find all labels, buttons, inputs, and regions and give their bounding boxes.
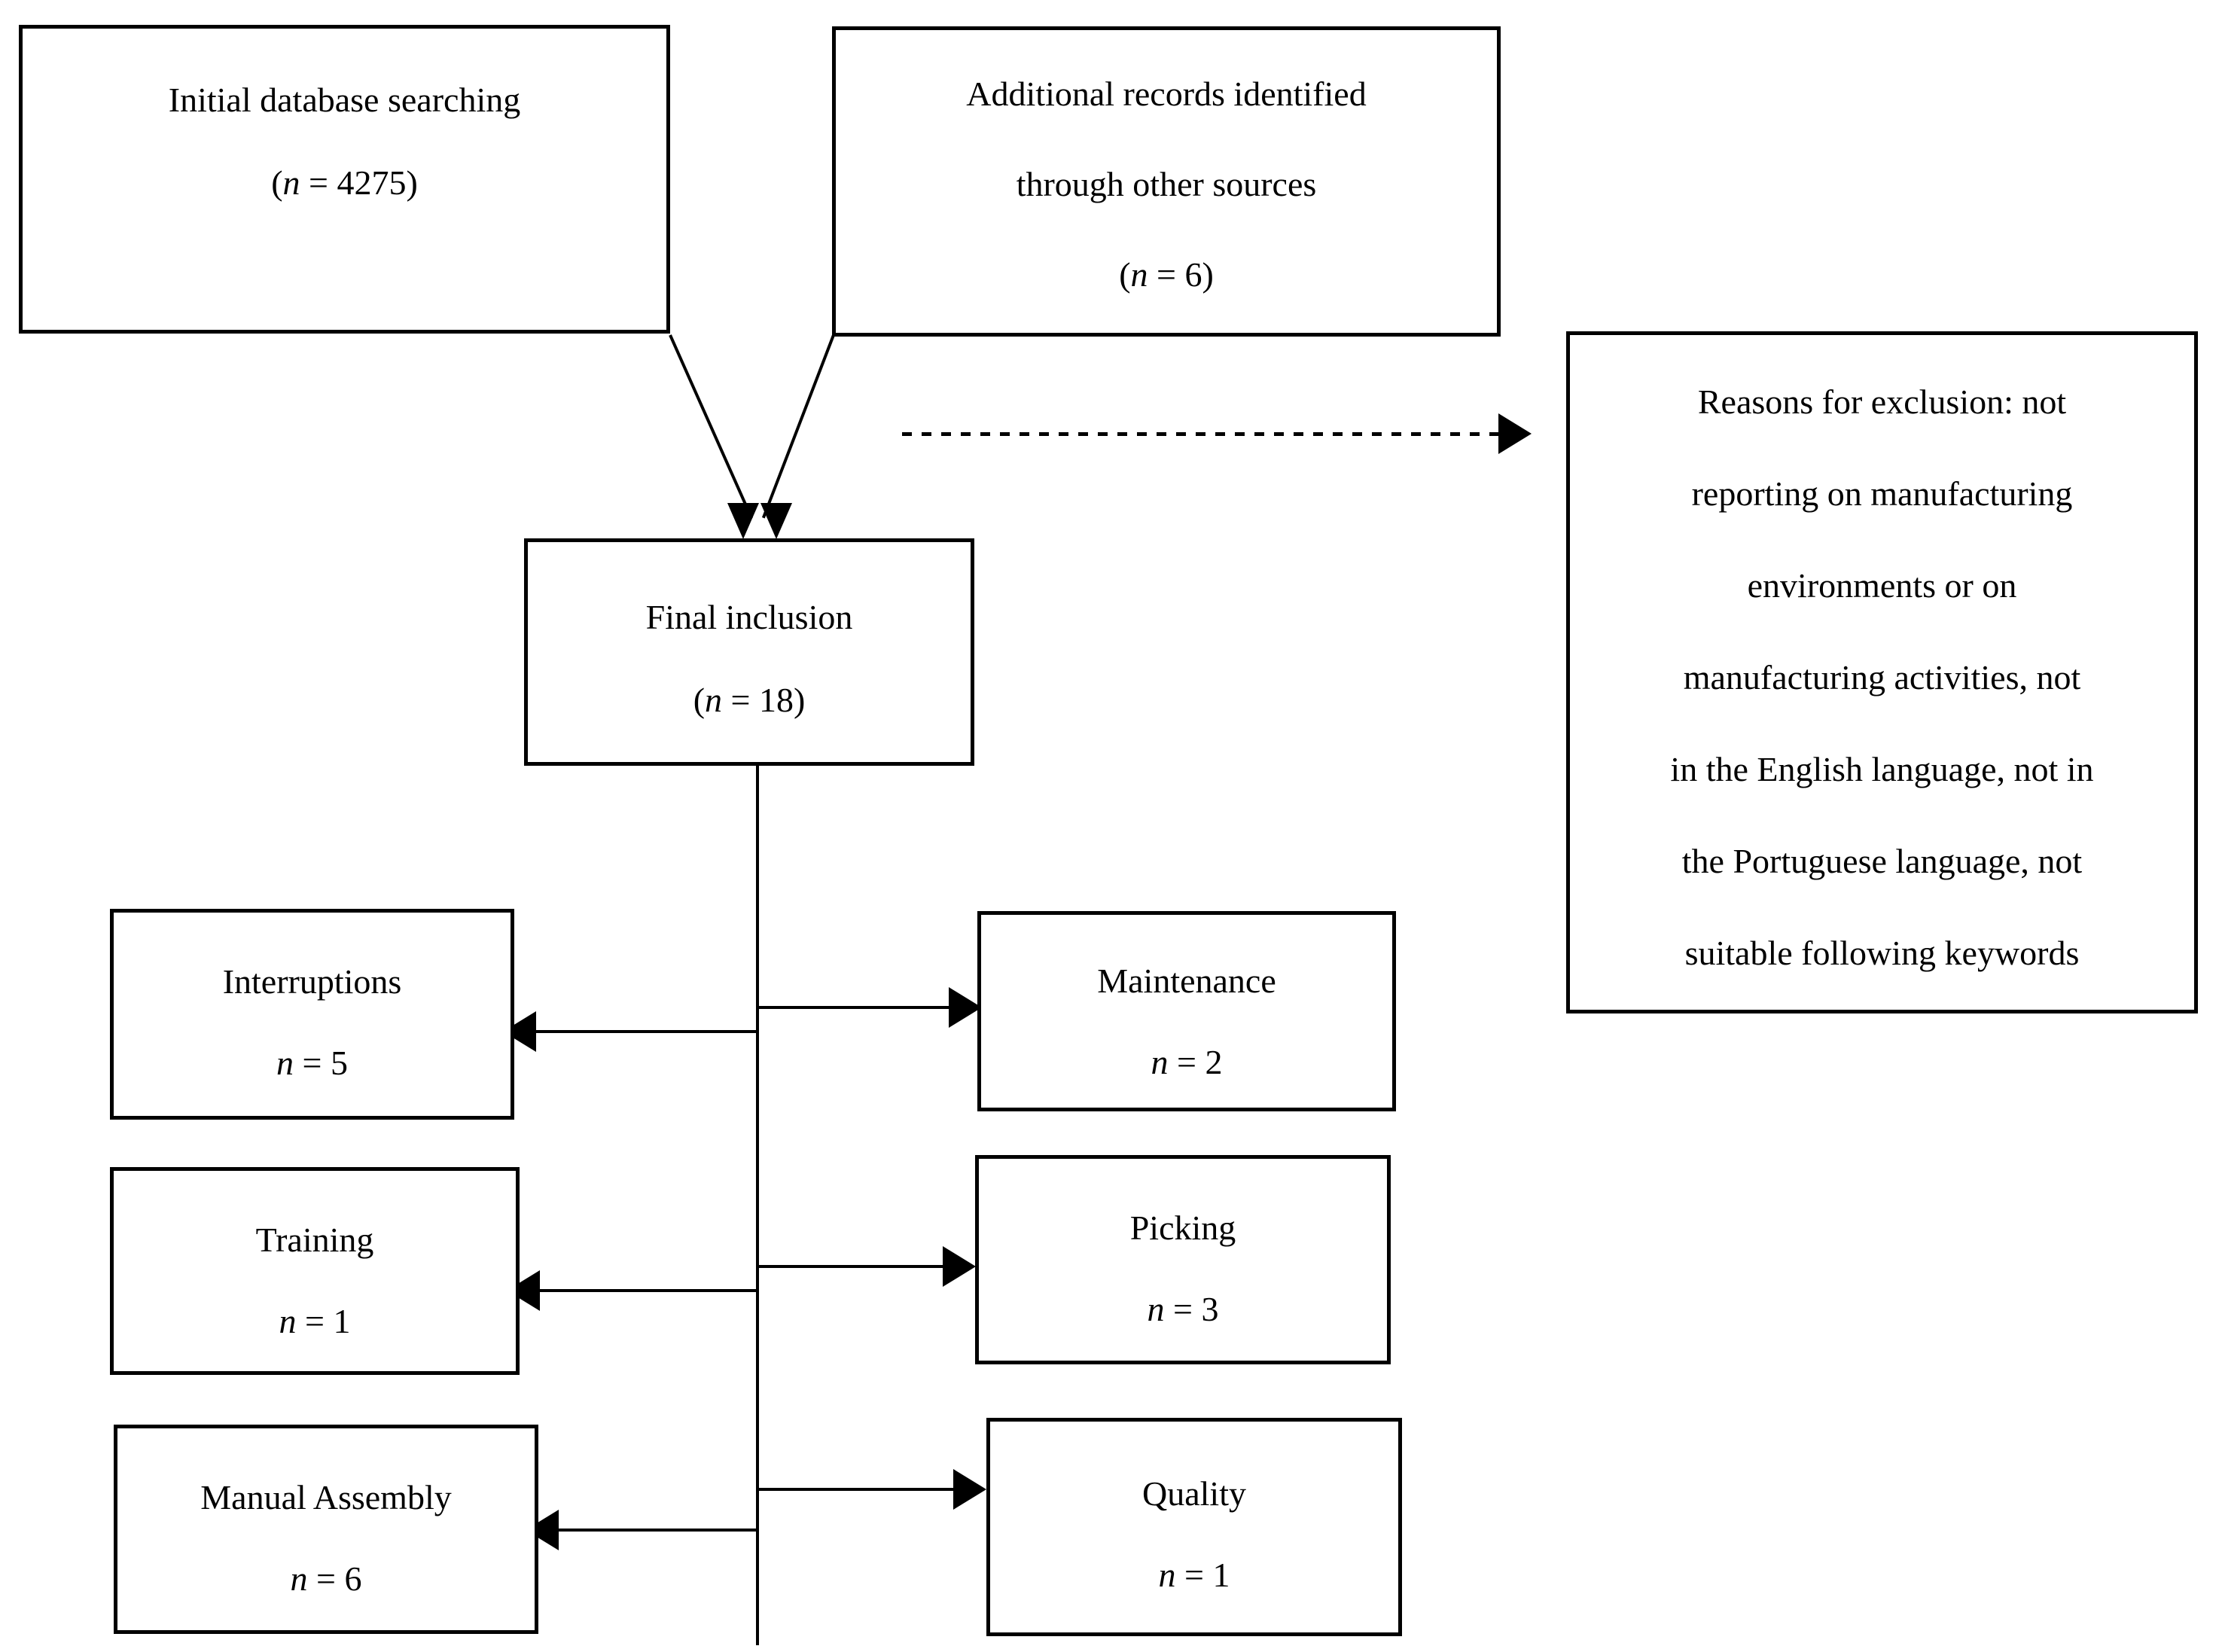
reasons-line: in the English language, not in — [1670, 750, 2094, 788]
count-value: = 6 — [307, 1559, 362, 1598]
box-count: n = 5 — [276, 1041, 348, 1086]
count-value: = 1 — [1175, 1556, 1230, 1594]
reasons-line: environments or on — [1747, 566, 2017, 605]
count-n-symbol: n — [282, 163, 300, 202]
box-title: Quality — [1142, 1474, 1246, 1513]
count-n-symbol: n — [1151, 1043, 1169, 1081]
box-title: Interruptions — [222, 962, 402, 1001]
count-n-symbol: n — [279, 1302, 297, 1340]
reasons-line: reporting on manufacturing — [1691, 474, 2073, 513]
count-n-symbol: n — [705, 681, 723, 719]
box-manual-assembly: Manual Assembly n = 6 — [114, 1425, 538, 1634]
connector-initial-to-final — [669, 334, 754, 519]
connector-additional-to-final — [761, 334, 835, 519]
connector-to-training — [531, 1289, 757, 1292]
box-picking: Picking n = 3 — [975, 1155, 1391, 1364]
box-count: (n = 18) — [693, 678, 806, 723]
box-reasons-for-exclusion: Reasons for exclusion: not reporting on … — [1566, 331, 2198, 1013]
box-final-inclusion: Final inclusion (n = 18) — [524, 538, 974, 766]
box-count: n = 6 — [291, 1556, 362, 1602]
arrowhead-down-left-icon — [727, 503, 759, 539]
box-count: n = 1 — [279, 1299, 351, 1344]
box-interruptions: Interruptions n = 5 — [110, 909, 514, 1120]
box-title: Training — [255, 1221, 374, 1259]
box-count: n = 2 — [1151, 1040, 1223, 1085]
connector-to-interruptions — [527, 1030, 757, 1033]
count-value: = 1 — [296, 1302, 351, 1340]
arrowhead-right-quality-icon — [953, 1469, 986, 1510]
box-count: (n = 6) — [1119, 252, 1214, 297]
count-n-symbol: n — [1147, 1290, 1165, 1328]
arrowhead-down-right-icon — [760, 503, 792, 539]
connector-to-manual-assembly — [550, 1529, 757, 1532]
connector-to-picking — [757, 1265, 944, 1268]
box-title: Manual Assembly — [200, 1478, 452, 1516]
box-title: Maintenance — [1097, 962, 1276, 1000]
count-value: = 6) — [1148, 255, 1214, 294]
box-quality: Quality n = 1 — [986, 1418, 1402, 1636]
count-value: = 3 — [1164, 1290, 1219, 1328]
count-value: = 18) — [722, 681, 806, 719]
central-stem-line — [756, 766, 759, 1645]
count-n-symbol: n — [290, 1559, 308, 1598]
box-maintenance: Maintenance n = 2 — [977, 911, 1396, 1111]
arrowhead-right-exclusion-icon — [1498, 413, 1532, 454]
box-title-line2: through other sources — [1016, 165, 1317, 203]
count-value: = 4275) — [300, 163, 418, 202]
count-n-symbol: n — [276, 1044, 294, 1082]
box-initial-database-searching: Initial database searching (n = 4275) — [19, 25, 670, 334]
count-paren-open: ( — [1119, 255, 1131, 294]
box-title: Initial database searching — [168, 81, 521, 119]
count-n-symbol: n — [1130, 255, 1148, 294]
reasons-line: suitable following keywords — [1684, 934, 2080, 972]
box-title-line1: Additional records identified — [966, 75, 1367, 113]
box-count: (n = 4275) — [271, 160, 418, 206]
count-value: = 5 — [294, 1044, 348, 1082]
dashed-connector-to-reasons — [902, 432, 1498, 436]
box-training: Training n = 1 — [110, 1167, 520, 1375]
count-n-symbol: n — [1158, 1556, 1176, 1594]
box-additional-records: Additional records identified through ot… — [832, 26, 1501, 337]
box-count: n = 3 — [1148, 1287, 1219, 1332]
arrowhead-right-maintenance-icon — [949, 987, 982, 1028]
box-title: Final inclusion — [645, 598, 853, 636]
connector-to-maintenance — [757, 1006, 950, 1009]
box-title: Picking — [1129, 1209, 1236, 1247]
arrowhead-right-picking-icon — [943, 1246, 976, 1287]
count-paren-open: ( — [271, 163, 283, 202]
count-value: = 2 — [1168, 1043, 1223, 1081]
reasons-line: Reasons for exclusion: not — [1697, 383, 2067, 421]
connector-to-quality — [757, 1488, 955, 1491]
box-count: n = 1 — [1159, 1553, 1230, 1598]
reasons-line: manufacturing activities, not — [1683, 658, 2081, 696]
reasons-line: the Portuguese language, not — [1681, 842, 2083, 880]
count-paren-open: ( — [693, 681, 706, 719]
